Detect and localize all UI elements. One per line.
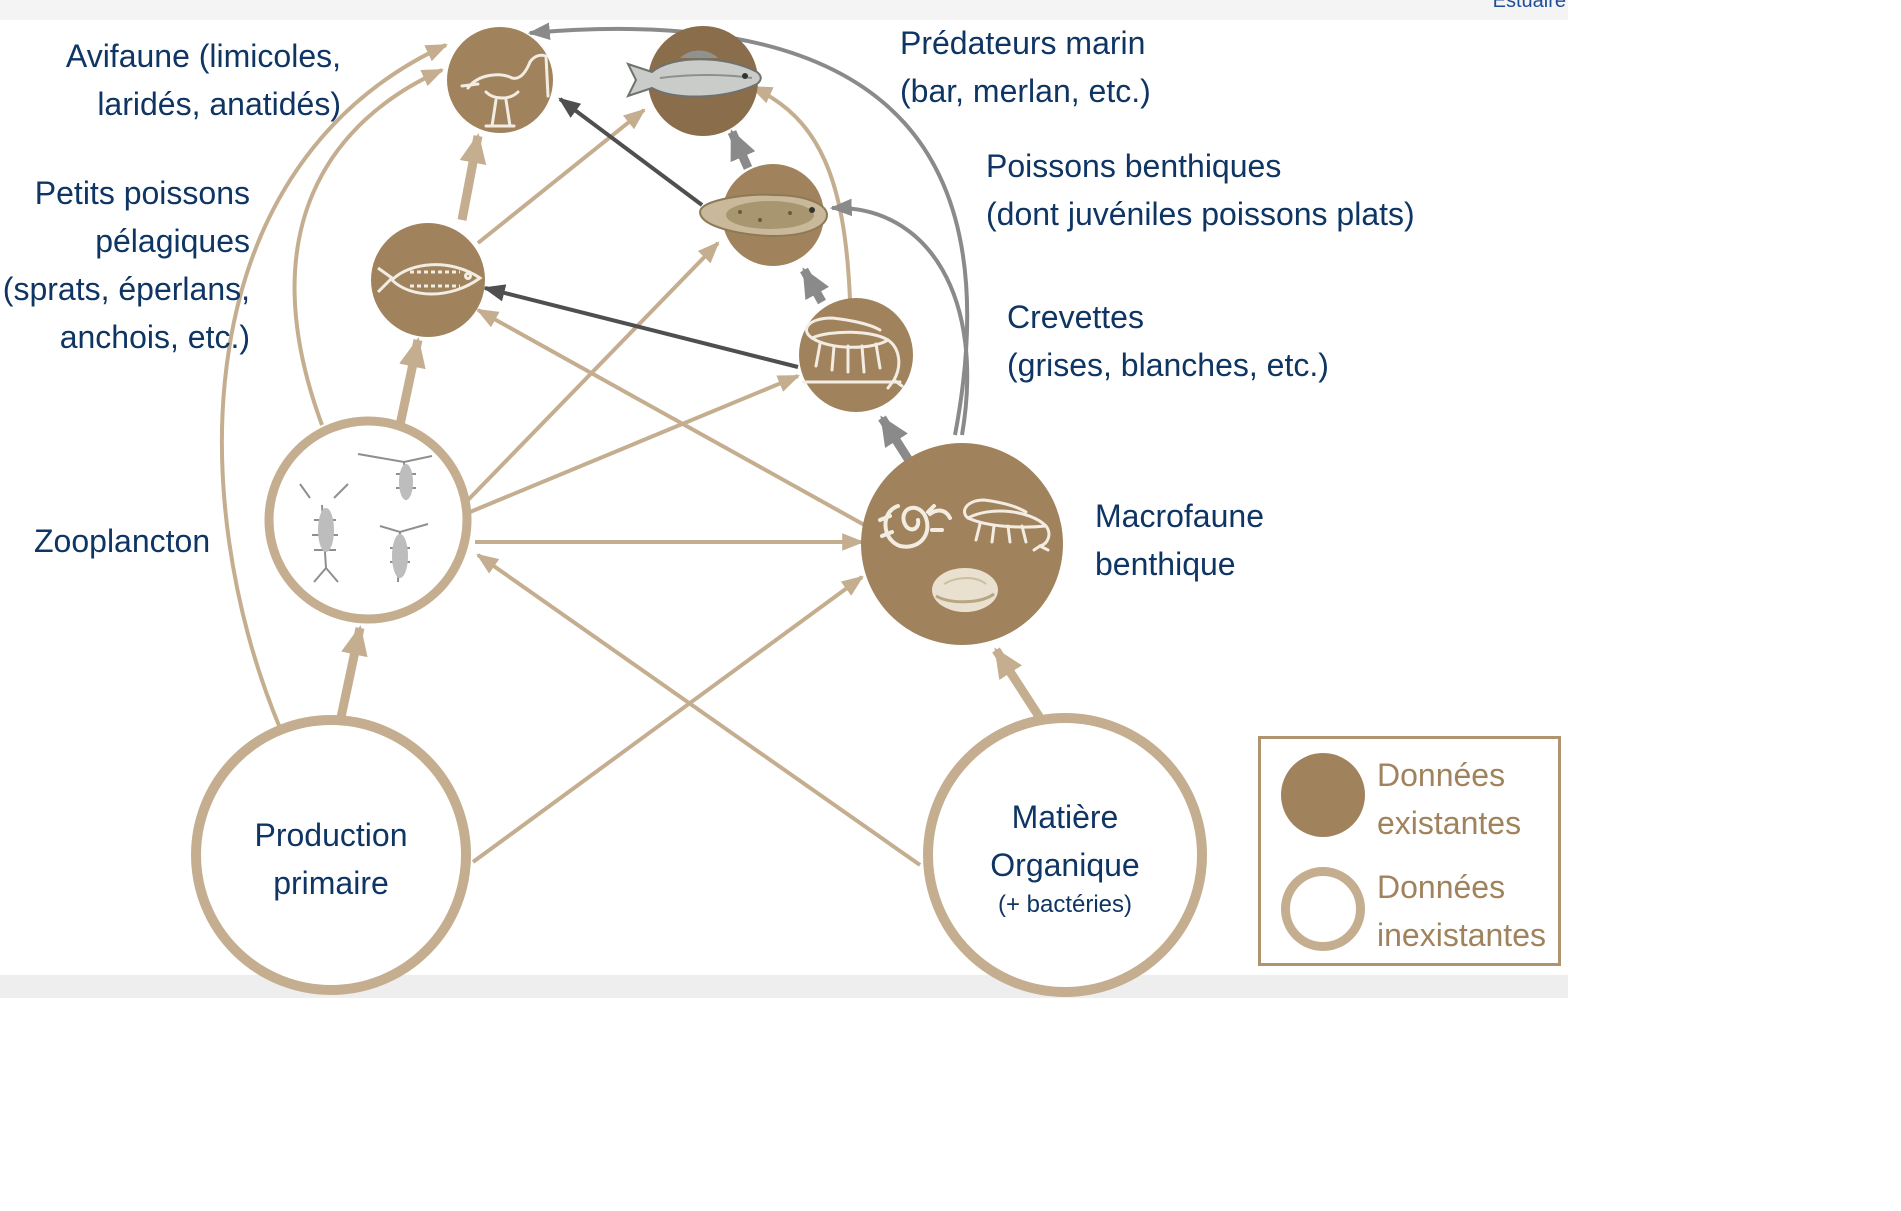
- food-web-diagram: [191, 22, 1207, 997]
- label-crevettes: Crevettes (grises, blanches, etc.): [1007, 293, 1329, 389]
- label-poissons-benthiques-line-1: Poissons benthiques: [986, 148, 1282, 184]
- label-macrofaune-line-2: benthique: [1095, 546, 1236, 582]
- wading-bird-icon: [460, 53, 550, 128]
- node-macrofaune: [861, 443, 1063, 645]
- flatfish-icon: [698, 193, 829, 238]
- arrow-production-to-avifaune: [219, 43, 448, 729]
- label-matiere-organique: Matière Organique (+ bactéries): [945, 793, 1185, 921]
- label-crevettes-line-2: (grises, blanches, etc.): [1007, 347, 1329, 383]
- label-avifaune-line-2: laridés, anatidés): [97, 86, 341, 122]
- arrow-crevettes-to-petits-poissons: [482, 284, 799, 369]
- arrow-matiere-to-zooplancton: [476, 553, 922, 867]
- label-avifaune-line-1: Avifaune (limicoles,: [65, 38, 341, 74]
- node-matiere-organique: [923, 713, 1207, 997]
- node-predateurs: [626, 26, 762, 136]
- label-zooplancton-line-1: Zooplancton: [34, 523, 211, 559]
- node-crevettes: [799, 298, 913, 412]
- label-predateurs-line-1: Prédateurs marin: [900, 25, 1146, 61]
- arrow-macrofaune-to-crevettes: [878, 415, 914, 465]
- arrow-zooplancton-to-avifaune: [292, 68, 445, 426]
- top-strip: Estuaire: [0, 0, 1568, 20]
- sea-bass-icon: [626, 50, 762, 98]
- arrow-macrofaune-to-avifaune: [527, 22, 970, 436]
- label-production-primaire: Production primaire: [211, 811, 451, 907]
- label-petits-poissons-line-1: Petits poissons: [34, 175, 250, 211]
- label-petits-poissons-line-3: (sprats, éperlans,: [2, 271, 250, 307]
- arrow-matiere-to-macrofaune: [992, 647, 1044, 721]
- arrow-crevettes-to-predateurs: [749, 85, 852, 301]
- node-poissons-benthiques: [698, 164, 829, 266]
- legend-existing-label: Données existantes: [1377, 751, 1521, 847]
- arrow-zooplancton-to-petits-poissons: [395, 337, 426, 426]
- label-petits-poissons-line-2: pélagiques: [95, 223, 250, 259]
- node-production-primaire: [191, 715, 471, 995]
- clam-icon: [932, 568, 998, 612]
- legend-existing-line-1: Données: [1377, 757, 1506, 793]
- legend-missing-swatch: [1281, 867, 1365, 951]
- corner-label: Estuaire: [1492, 0, 1566, 12]
- label-production-line-1: Production: [254, 817, 408, 853]
- label-poissons-benthiques-line-2: (dont juvéniles poissons plats): [986, 196, 1415, 232]
- label-avifaune: Avifaune (limicoles, laridés, anatidés): [36, 32, 341, 128]
- label-petits-poissons: Petits poissons pélagiques (sprats, éper…: [0, 169, 250, 361]
- label-matiere-sublabel: (+ bactéries): [997, 891, 1133, 918]
- node-petits-poissons: [371, 223, 485, 337]
- arrow-macrofaune-to-poissons-benthiques: [829, 198, 970, 436]
- node-avifaune: [447, 27, 553, 133]
- label-production-line-2: primaire: [273, 865, 389, 901]
- shrimp-icon: [802, 316, 904, 390]
- small-fish-icon: [376, 263, 483, 296]
- legend-existing-line-2: existantes: [1377, 805, 1522, 841]
- label-matiere-line-2: Organique: [990, 847, 1140, 883]
- arrow-crevettes-to-poissons-benthiques: [800, 267, 830, 305]
- label-macrofaune-line-1: Macrofaune: [1095, 498, 1264, 534]
- label-predateurs-line-2: (bar, merlan, etc.): [900, 73, 1151, 109]
- benthic-shrimp-icon: [963, 498, 1051, 552]
- arrow-zooplancton-to-predateurs: [476, 108, 646, 245]
- label-macrofaune: Macrofaune benthique: [1095, 492, 1264, 588]
- legend-existing-swatch: [1281, 753, 1365, 837]
- arrow-zooplancton-to-crevettes: [469, 374, 801, 514]
- legend-missing-label: Données inexistantes: [1377, 863, 1546, 959]
- label-crevettes-line-1: Crevettes: [1007, 299, 1144, 335]
- arrow-poissons-benthiques-to-predateurs: [727, 129, 756, 170]
- label-zooplancton: Zooplancton: [34, 517, 210, 565]
- legend-missing-line-2: inexistantes: [1377, 917, 1546, 953]
- arrow-production-to-macrofaune: [471, 575, 864, 864]
- arrow-production-to-zooplancton: [335, 625, 368, 723]
- node-zooplancton: [264, 416, 472, 624]
- arrow-zooplancton-to-poissons-benthiques: [466, 241, 720, 502]
- label-poissons-benthiques: Poissons benthiques (dont juvéniles pois…: [986, 142, 1415, 238]
- label-matiere-line-1: Matière: [1011, 799, 1119, 835]
- worm-icon: [878, 504, 952, 549]
- label-predateurs: Prédateurs marin (bar, merlan, etc.): [900, 19, 1151, 115]
- arrow-macrofaune-to-petits-poissons: [476, 308, 869, 529]
- arrow-petits-poissons-to-avifaune: [457, 133, 487, 221]
- legend-missing-line-1: Données: [1377, 869, 1506, 905]
- label-petits-poissons-line-4: anchois, etc.): [59, 319, 250, 355]
- arrow-poissons-benthiques-to-avifaune: [558, 97, 704, 207]
- legend: Données existantes Données inexistantes: [1258, 736, 1561, 966]
